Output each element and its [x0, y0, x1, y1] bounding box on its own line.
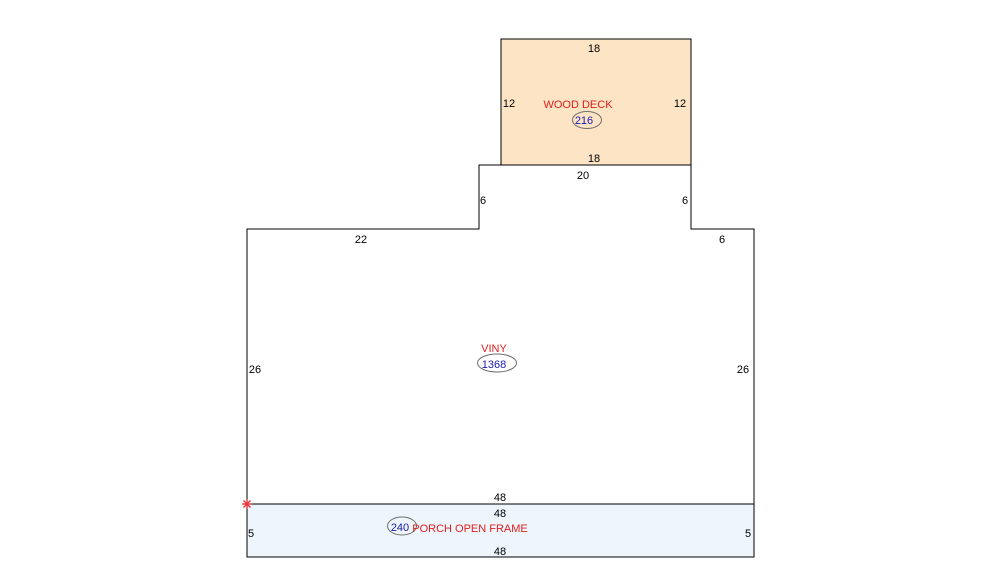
dim-house-bottom: 48 [494, 492, 506, 504]
deck-label: WOOD DECK [543, 99, 613, 111]
porch-area[interactable] [246, 503, 755, 558]
dim-porch-top: 48 [494, 508, 506, 520]
dim-house-right: 26 [737, 364, 749, 376]
dim-bump-left: 6 [480, 195, 486, 207]
dim-bump-right: 6 [682, 195, 688, 207]
asterisk-marker-icon [242, 499, 252, 509]
dim-deck-right: 12 [674, 98, 686, 110]
dim-house-top-left: 22 [355, 234, 367, 246]
dim-bump-top: 20 [577, 170, 589, 182]
dim-house-left: 26 [249, 364, 261, 376]
dim-porch-right: 5 [745, 528, 751, 540]
deck-area-ellipse [572, 111, 602, 129]
house-area-value: 1368 [482, 359, 506, 371]
porch-label: PORCH OPEN FRAME [412, 523, 528, 535]
dim-deck-top: 18 [588, 43, 600, 55]
dim-house-top-right: 6 [719, 234, 725, 246]
house-outline[interactable] [246, 164, 755, 505]
porch-area-value: 240 [391, 522, 409, 534]
house-label: VINY [481, 343, 507, 355]
dim-porch-left: 5 [248, 528, 254, 540]
porch-area-ellipse [387, 516, 417, 536]
dim-porch-bottom: 48 [494, 546, 506, 558]
deck-area-value: 216 [575, 115, 593, 127]
dim-deck-bottom: 18 [588, 153, 600, 165]
house-area-ellipse [477, 353, 517, 373]
wood-deck-area[interactable] [500, 38, 692, 166]
dim-deck-left: 12 [503, 98, 515, 110]
